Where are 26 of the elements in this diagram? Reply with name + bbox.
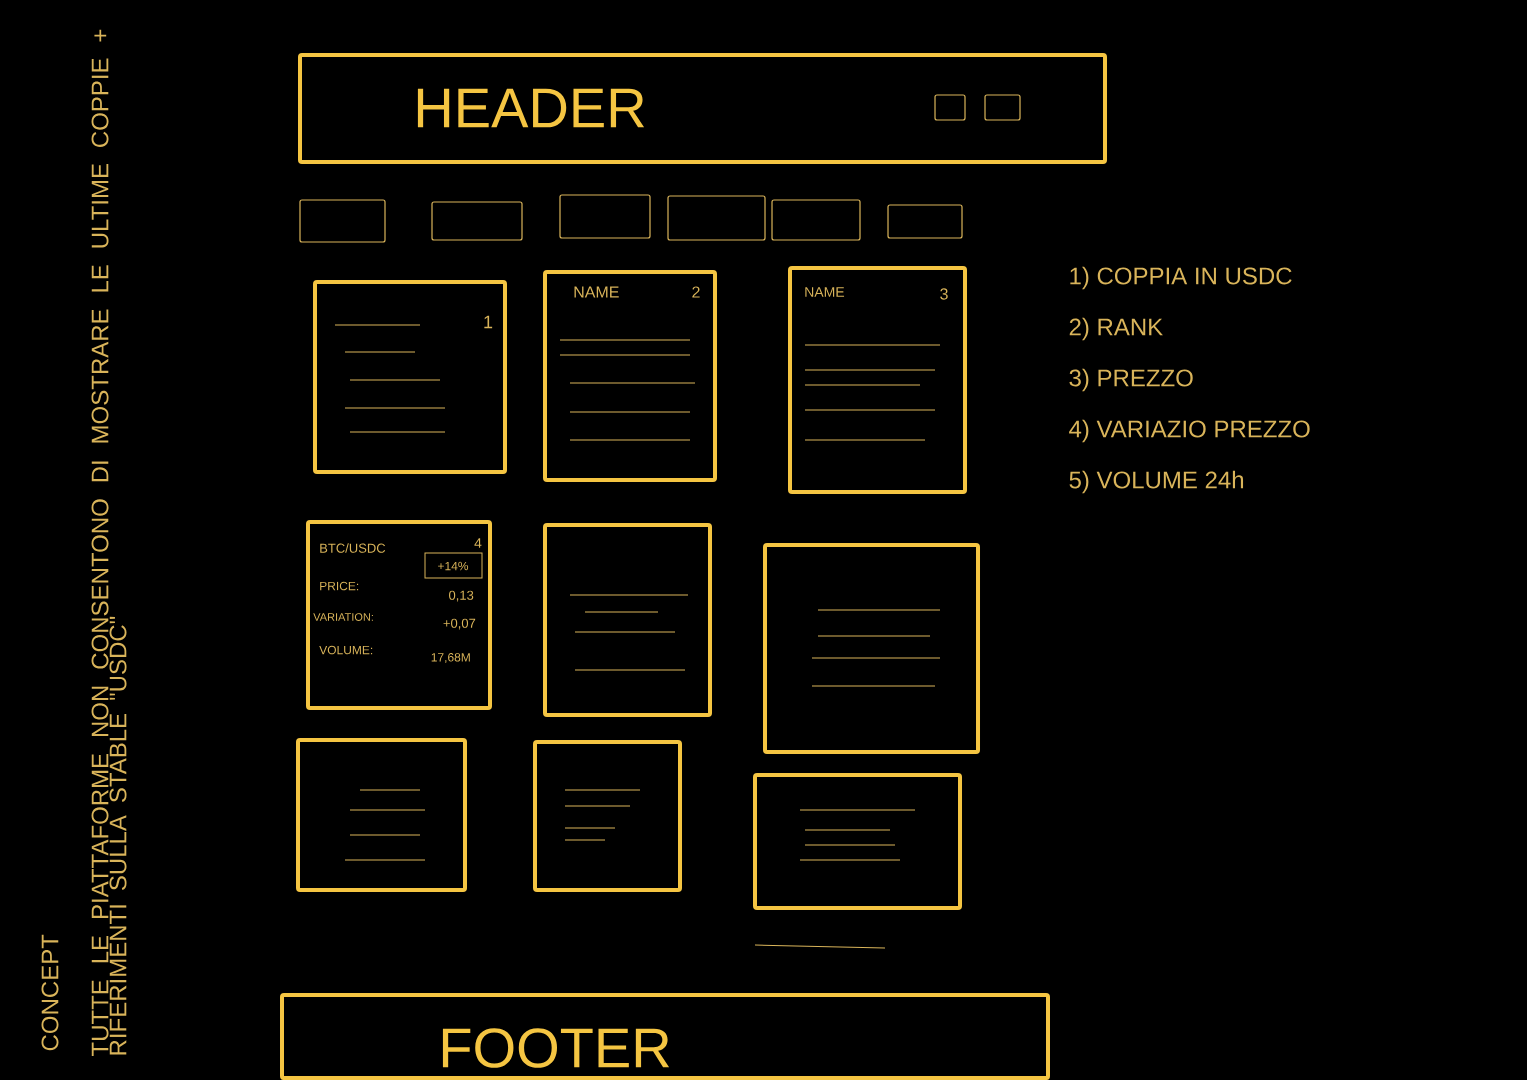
concept-heading: CONCEPT: [41, 934, 59, 1051]
list-item: 5) VOLUME 24h: [1069, 470, 1244, 494]
list-item: 4) VARIAZIO PREZZO: [1069, 419, 1310, 443]
nav-tab: [299, 199, 386, 243]
header-icon: [934, 94, 966, 121]
coin-card: NAME 2: [543, 270, 717, 482]
coin-card: 1: [313, 280, 507, 474]
coin-card: NAME 3: [788, 266, 967, 494]
coin-card: [533, 740, 682, 892]
coin-card: [543, 523, 712, 717]
coin-card: [763, 543, 980, 754]
list-item: 3) PREZZO: [1069, 368, 1193, 392]
coin-card: BTC/USDC +14% 4 PRICE: 0,13 VARIATION: +0,07 VOLUME: 17,68M: [306, 520, 492, 710]
header-bar: HEADER: [298, 53, 1107, 164]
list-item: 2) RANK: [1069, 317, 1163, 341]
concept-note: TUTTE LE PIATTAFORME NON CONSENTONO DI MOSTRARE LE ULTIME COPPIE + RIFERIMENTI SULLA STABLE "USDC": [91, 29, 127, 1056]
nav-tab: [887, 204, 963, 239]
nav-tab: [771, 199, 861, 241]
coin-card: [753, 773, 962, 910]
nav-tab: [431, 201, 523, 241]
nav-tab: [667, 195, 766, 241]
list-item: 1) COPPIA IN USDC: [1070, 266, 1292, 290]
nav-tab: [559, 194, 651, 239]
header-icon: [984, 94, 1021, 121]
footer-bar: FOOTER: [280, 993, 1050, 1080]
coin-card: [296, 738, 467, 892]
